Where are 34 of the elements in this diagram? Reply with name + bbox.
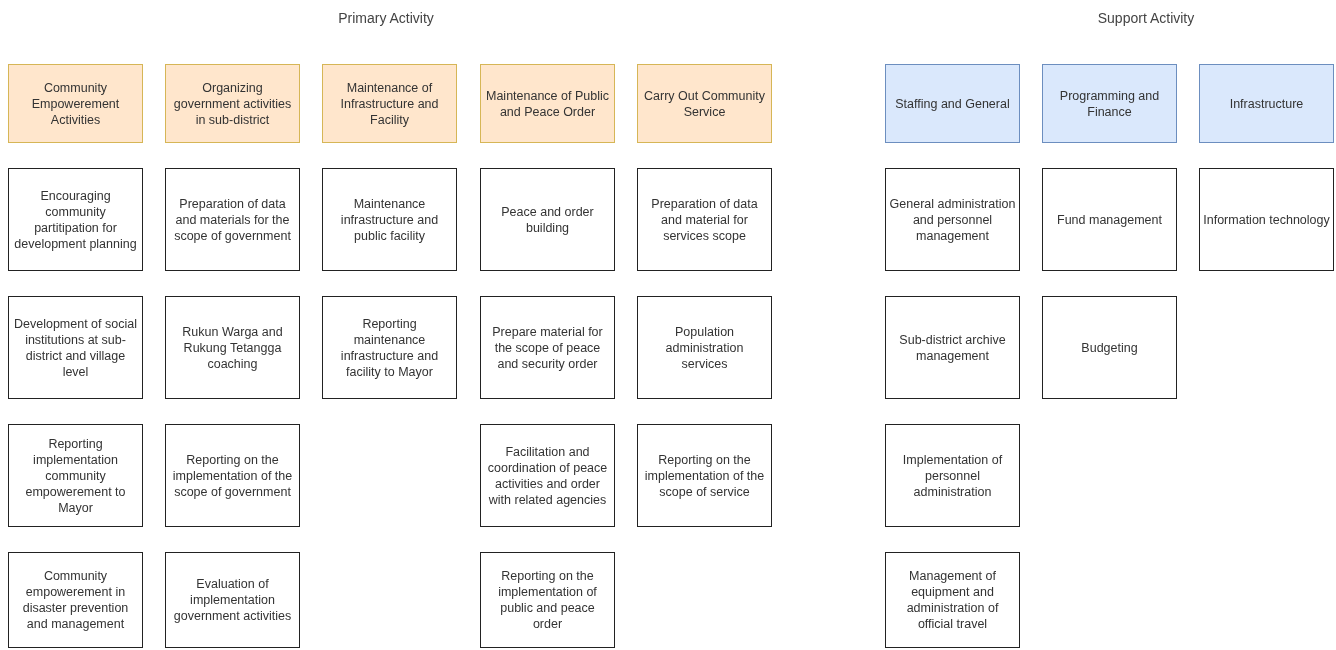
activity-box: Community empowerement in disaster prevention and management [8,552,143,648]
category-header: Community Empowerement Activities [8,64,143,143]
category-header: Programming and Finance [1042,64,1177,143]
category-header: Infrastructure [1199,64,1334,143]
activity-box: Reporting on the implementation of the scope of government [165,424,300,527]
activity-box: Management of equipment and administration of official travel [885,552,1020,648]
activity-box: Development of social institutions at sub-district and village level [8,296,143,399]
category-header: Maintenance of Infrastructure and Facility [322,64,457,143]
section-title: Support Activity [1096,10,1196,26]
activity-box: Reporting on the implementation of public and peace order [480,552,615,648]
activity-box: Reporting on the implementation of the scope of service [637,424,772,527]
activity-box: Facilitation and coordination of peace activities and order with related agencies [480,424,615,527]
category-header: Carry Out Community Service [637,64,772,143]
activity-box: Maintenance infrastructure and public facility [322,168,457,271]
activity-box: Prepare material for the scope of peace and security order [480,296,615,399]
activity-box: Information technology [1199,168,1334,271]
activity-box: General administration and personnel management [885,168,1020,271]
activity-box: Rukun Warga and Rukung Tetangga coaching [165,296,300,399]
activity-box: Reporting maintenance infrastructure and facility to Mayor [322,296,457,399]
category-header: Maintenance of Public and Peace Order [480,64,615,143]
category-header: Staffing and General [885,64,1020,143]
activity-box: Sub-district archive management [885,296,1020,399]
activity-box: Population administration services [637,296,772,399]
activity-box: Encouraging community partitipation for development planning [8,168,143,271]
activity-box: Peace and order building [480,168,615,271]
activity-box: Reporting implementation community empowerement to Mayor [8,424,143,527]
activity-box: Implementation of personnel administration [885,424,1020,527]
activity-box: Preparation of data and materials for the scope of government [165,168,300,271]
activity-box: Evaluation of implementation government activities [165,552,300,648]
activity-box: Fund management [1042,168,1177,271]
activity-box: Preparation of data and material for services scope [637,168,772,271]
category-header: Organizing government activities in sub-district [165,64,300,143]
section-title: Primary Activity [337,10,435,26]
activity-box: Budgeting [1042,296,1177,399]
